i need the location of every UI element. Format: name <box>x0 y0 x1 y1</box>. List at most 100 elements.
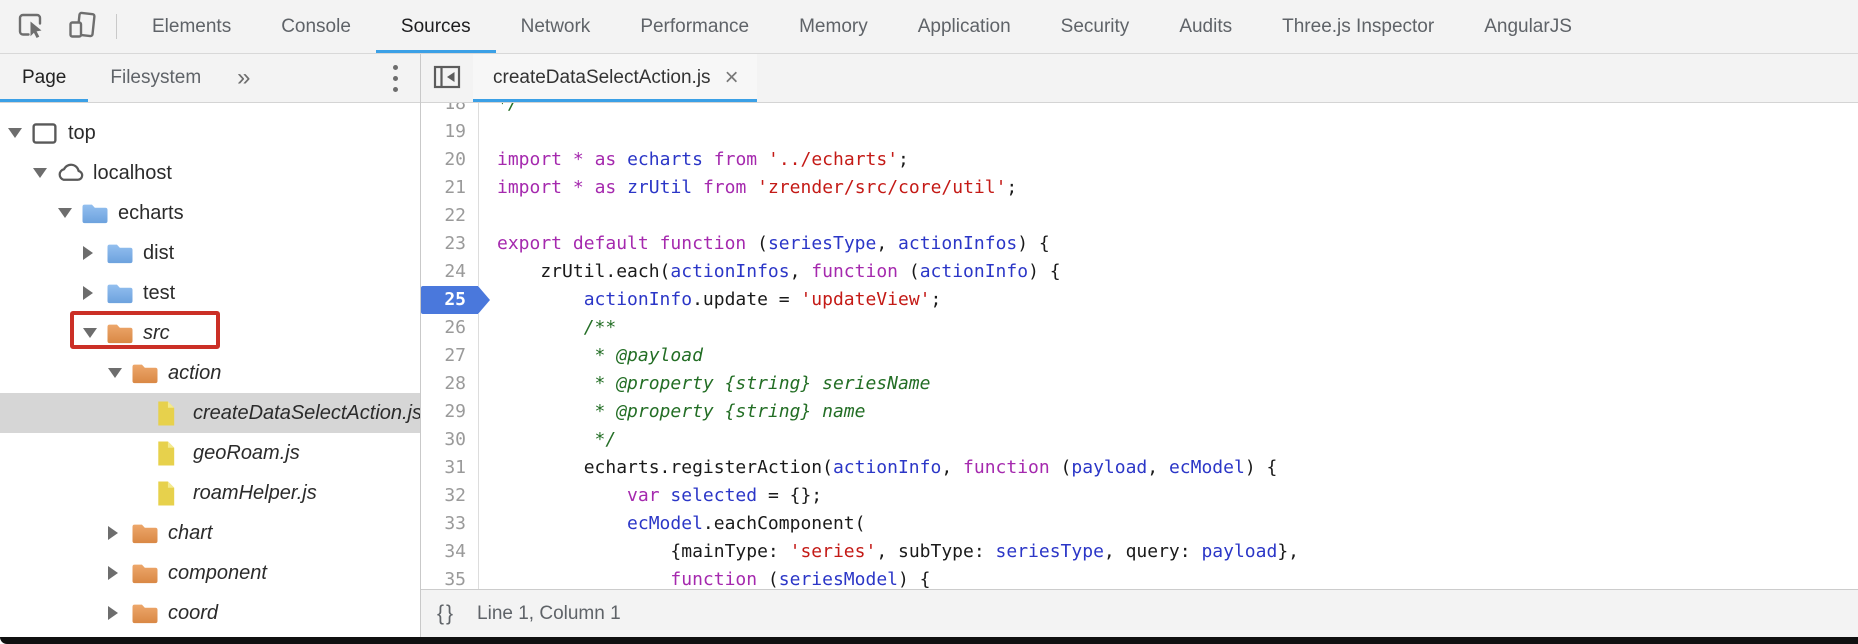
file-tab-createdataselectaction[interactable]: createDataSelectAction.js × <box>473 54 757 102</box>
line-number[interactable]: 28 <box>421 370 479 398</box>
line-number[interactable]: 23 <box>421 230 479 258</box>
tree-item-roamhelper-js[interactable]: roamHelper.js <box>0 473 420 513</box>
code-text[interactable]: export default function (seriesType, act… <box>497 233 1050 254</box>
code-text[interactable]: * @payload <box>583 345 703 366</box>
tree-item-test[interactable]: test <box>0 273 420 313</box>
tab-memory[interactable]: Memory <box>799 15 868 37</box>
more-tabs-button[interactable]: » <box>237 64 251 91</box>
line-number[interactable]: 29 <box>421 398 479 426</box>
tab-audits[interactable]: Audits <box>1179 15 1233 37</box>
disclosure-right-icon[interactable] <box>83 246 105 260</box>
code-line-33: 33 ecModel.eachComponent( <box>421 510 1858 538</box>
code-text[interactable]: actionInfo.update = 'updateView'; <box>583 289 942 310</box>
line-number[interactable]: 19 <box>421 118 479 146</box>
more-options-menu-button[interactable] <box>378 54 412 102</box>
code-text[interactable]: */ <box>497 103 519 114</box>
line-number[interactable]: 20 <box>421 146 479 174</box>
code-line-31: 31 echarts.registerAction(actionInfo, fu… <box>421 454 1858 482</box>
disclosure-down-icon[interactable] <box>8 128 30 138</box>
tab-sources[interactable]: Sources <box>376 0 496 53</box>
code-text[interactable]: import * as echarts from '../echarts'; <box>497 149 909 170</box>
code-text[interactable]: * @property {string} name <box>583 401 866 422</box>
inspect-element-button[interactable] <box>14 9 50 45</box>
hide-navigator-button[interactable] <box>421 54 473 102</box>
code-text[interactable]: function (seriesModel) { <box>670 569 931 589</box>
code-text[interactable]: /** <box>583 317 617 338</box>
tree-item-chart[interactable]: chart <box>0 513 420 553</box>
line-number[interactable]: 34 <box>421 538 479 566</box>
pretty-print-button[interactable]: {} <box>437 601 456 625</box>
tab-security[interactable]: Security <box>1060 15 1130 37</box>
tab-application[interactable]: Application <box>917 15 1011 37</box>
disclosure-down-icon[interactable] <box>83 328 105 338</box>
code-text[interactable]: zrUtil.each(actionInfos, function (actio… <box>497 261 1061 282</box>
line-number[interactable]: 21 <box>421 174 479 202</box>
breakpoint-marker-line-25[interactable]: 25 <box>421 286 490 314</box>
line-number[interactable]: 26 <box>421 314 479 342</box>
tree-item-createdataselectaction-js[interactable]: createDataSelectAction.js <box>0 393 420 433</box>
line-number[interactable]: 27 <box>421 342 479 370</box>
disclosure-right-icon[interactable] <box>108 526 130 540</box>
tab-network[interactable]: Network <box>520 15 591 37</box>
tab-angularjs[interactable]: AngularJS <box>1484 15 1572 37</box>
tree-item-label: chart <box>168 521 213 544</box>
line-number[interactable]: 24 <box>421 258 479 286</box>
code-line-21: 21 import * as zrUtil from 'zrender/src/c… <box>421 174 1858 202</box>
code-text[interactable]: echarts.registerAction(actionInfo, funct… <box>497 457 1278 478</box>
code-text[interactable] <box>479 202 497 230</box>
editor-tabbar: createDataSelectAction.js × <box>421 54 1858 103</box>
folder-orange-icon <box>105 321 137 346</box>
tab-filesystem[interactable]: Filesystem <box>110 67 202 88</box>
line-number[interactable]: 31 <box>421 454 479 482</box>
cloud-icon <box>55 158 87 189</box>
kebab-dot <box>392 86 398 92</box>
disclosure-down-icon[interactable] <box>33 168 55 178</box>
disclosure-right-icon[interactable] <box>108 566 130 580</box>
code-line-32: 32 var selected = {}; <box>421 482 1858 510</box>
code-line-22: 22 <box>421 202 1858 230</box>
line-number[interactable]: 18 <box>421 103 479 118</box>
code-text[interactable]: var selected = {}; <box>627 485 823 506</box>
panel-tabs: Elements Console Sources Network Performance… <box>127 0 1597 53</box>
kebab-dot <box>392 64 398 70</box>
folder-blue-icon <box>105 241 137 266</box>
tab-elements[interactable]: Elements <box>152 15 232 37</box>
tree-item-georoam-js[interactable]: geoRoam.js <box>0 433 420 473</box>
line-number[interactable]: 32 <box>421 482 479 510</box>
frame-icon <box>30 119 62 148</box>
code-text[interactable]: import * as zrUtil from 'zrender/src/cor… <box>497 177 1018 198</box>
code-text[interactable]: {mainType: 'series', subType: seriesType… <box>497 541 1299 562</box>
tree-item-action[interactable]: action <box>0 353 420 393</box>
tree-item-localhost[interactable]: localhost <box>0 153 420 193</box>
tab-console[interactable]: Console <box>281 15 351 37</box>
tab-performance[interactable]: Performance <box>640 15 750 37</box>
disclosure-right-icon[interactable] <box>108 606 130 620</box>
code-text[interactable]: * @property {string} seriesName <box>583 373 931 394</box>
line-number[interactable]: 30 <box>421 426 479 454</box>
tree-item-coord[interactable]: coord <box>0 593 420 633</box>
tree-item-dist[interactable]: dist <box>0 233 420 273</box>
close-tab-icon[interactable]: × <box>724 64 739 91</box>
tree-item-echarts[interactable]: echarts <box>0 193 420 233</box>
hide-navigator-icon <box>431 61 463 96</box>
line-number[interactable]: 22 <box>421 202 479 230</box>
code-text[interactable] <box>479 118 497 146</box>
tree-item-src[interactable]: src <box>0 313 420 353</box>
tab-page[interactable]: Page <box>0 54 88 102</box>
disclosure-right-icon[interactable] <box>83 286 105 300</box>
tab-three-js-inspector[interactable]: Three.js Inspector <box>1282 15 1435 37</box>
disclosure-down-icon[interactable] <box>58 208 80 218</box>
toggle-device-toolbar-button[interactable] <box>64 9 100 45</box>
line-number[interactable]: 35 <box>421 566 479 589</box>
tree-item-top[interactable]: top <box>0 113 420 153</box>
tree-item-component[interactable]: component <box>0 553 420 593</box>
code-text[interactable]: ecModel.eachComponent( <box>627 513 866 534</box>
code-text[interactable]: */ <box>583 429 617 450</box>
folder-orange-icon <box>130 561 162 586</box>
code-line-26: 26 /** <box>421 314 1858 342</box>
line-number[interactable]: 33 <box>421 510 479 538</box>
disclosure-down-icon[interactable] <box>108 368 130 378</box>
code-line-19: 19 <box>421 118 1858 146</box>
